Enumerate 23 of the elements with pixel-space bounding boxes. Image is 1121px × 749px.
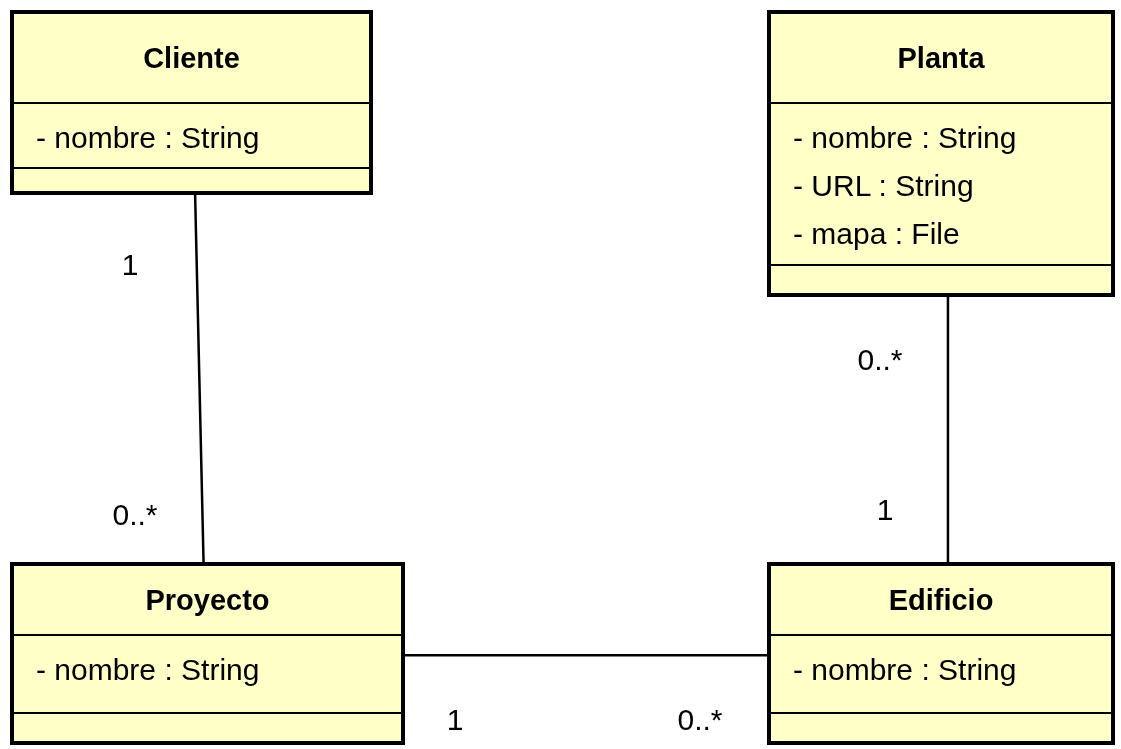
multiplicity-label: 1 [876, 493, 894, 527]
attribute-text: - URL : String [793, 168, 975, 204]
multiplicity-label: 1 [446, 703, 464, 737]
association-line [193, 194, 205, 563]
attribute-text: - nombre : String [36, 120, 261, 156]
association-line [946, 297, 950, 562]
class-name: Edificio [888, 583, 994, 617]
multiplicity-label: 1 [121, 248, 139, 282]
attribute-text: - nombre : String [793, 652, 1018, 688]
multiplicity-label: 0..* [112, 498, 158, 532]
attribute-text: - nombre : String [793, 120, 1018, 156]
attribute-text: - mapa : File [793, 216, 961, 252]
class-box [767, 10, 1115, 297]
class-box [10, 562, 405, 745]
multiplicity-label: 0..* [677, 703, 723, 737]
class-box [10, 10, 373, 195]
attribute-text: - nombre : String [36, 652, 261, 688]
class-name: Cliente [143, 41, 240, 75]
multiplicity-label: 0..* [857, 343, 903, 377]
class-name: Planta [897, 41, 985, 75]
association-line [405, 654, 767, 657]
class-box [767, 562, 1115, 745]
class-name: Proyecto [145, 583, 270, 617]
